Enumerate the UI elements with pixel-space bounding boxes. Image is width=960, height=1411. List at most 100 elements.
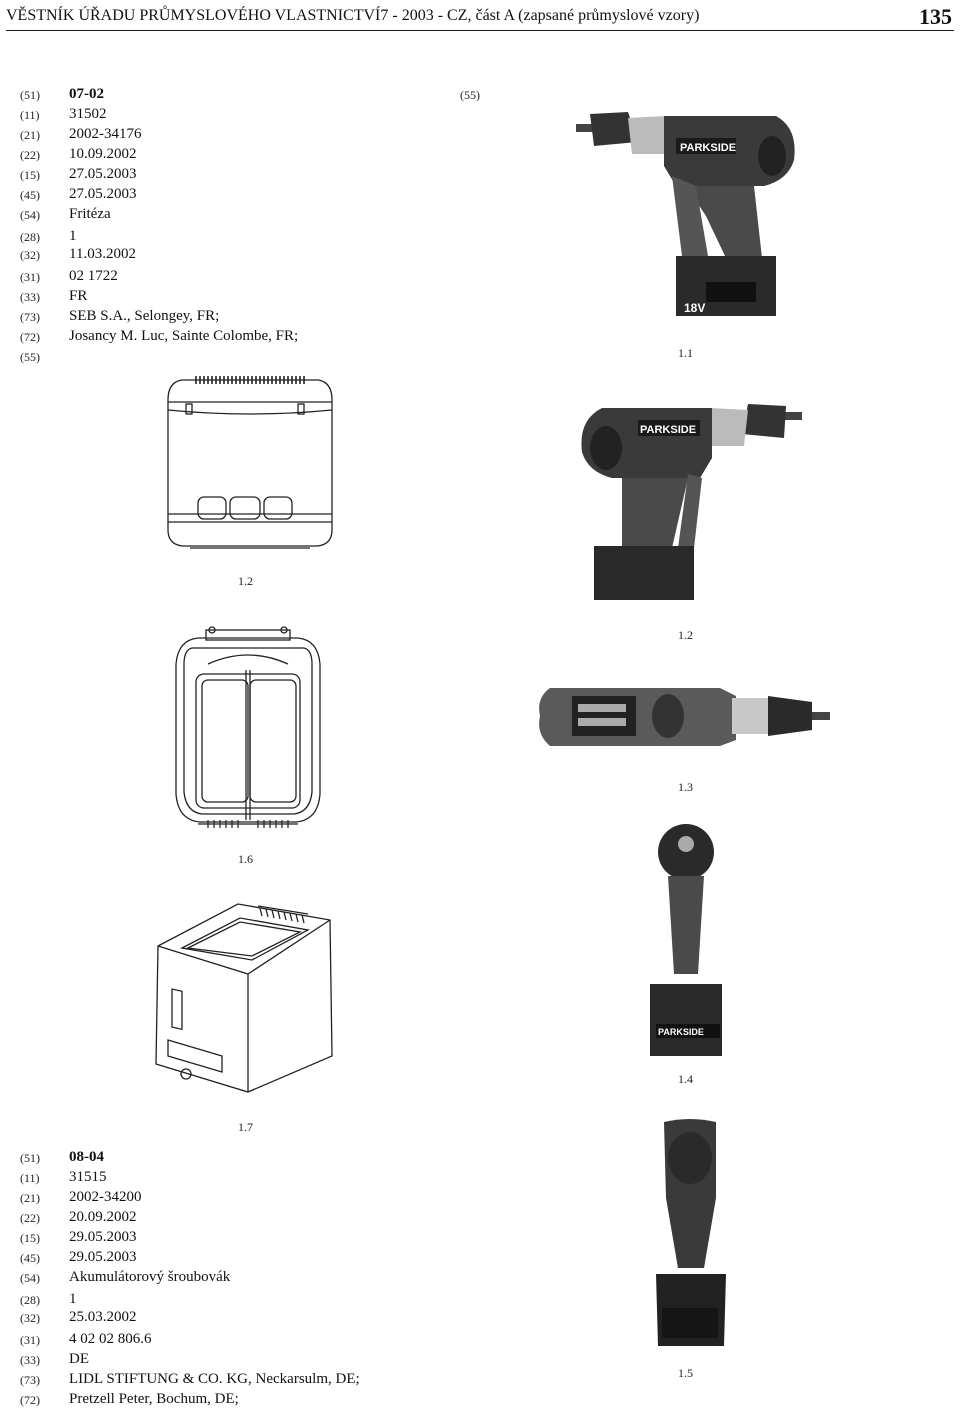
field-code: (15): [20, 1231, 40, 1245]
field-code: (45): [20, 1251, 40, 1265]
screwdriver-back-view: [650, 1118, 732, 1354]
field-value: FR: [69, 288, 88, 304]
fryer-front-view: [160, 372, 340, 554]
brand-text-1: PARKSIDE: [680, 142, 736, 154]
screwdriver-side-view: PARKSIDE 18V: [576, 106, 806, 336]
field-value: 2002-34176: [69, 126, 142, 142]
field-code: (72): [20, 1393, 40, 1407]
field-row: (45) 29.05.2003: [20, 1249, 450, 1269]
field-row: (28) 1: [20, 1291, 450, 1311]
brand-text-2: PARKSIDE: [640, 424, 696, 436]
fryer-top-view: [168, 624, 328, 830]
screwdriver-top-view: [536, 684, 830, 750]
field-code: (54): [20, 208, 40, 222]
field-code: (73): [20, 1373, 40, 1387]
field-code: (33): [20, 1353, 40, 1367]
field-row: (72) Josancy M. Luc, Sainte Colombe, FR;: [20, 328, 450, 348]
field-value: Pretzell Peter, Bochum, DE;: [69, 1391, 239, 1407]
field-code: (22): [20, 148, 40, 162]
field-value: 08-04: [69, 1149, 104, 1165]
field-code: (15): [20, 168, 40, 182]
field-row: (28) 1: [20, 228, 450, 248]
field-code: (55): [20, 350, 40, 364]
field-value: 07-02: [69, 86, 104, 102]
fryer-figure-label-a: 1.2: [238, 574, 253, 588]
field-row: (72) Pretzell Peter, Bochum, DE;: [20, 1391, 450, 1411]
field-code: (33): [20, 290, 40, 304]
field-code: (31): [20, 270, 40, 284]
field-code: (28): [20, 230, 40, 244]
field-row: (32) 25.03.2002: [20, 1309, 450, 1329]
field-row: (22) 20.09.2002: [20, 1209, 450, 1229]
drawings-section-code: (55): [460, 88, 480, 102]
field-code: (28): [20, 1293, 40, 1307]
field-value: 29.05.2003: [69, 1249, 137, 1265]
field-code: (32): [20, 248, 40, 262]
field-row: (55): [20, 348, 450, 368]
field-value: 11.03.2002: [69, 246, 136, 262]
screwdriver-figure-label-5: 1.5: [678, 1366, 693, 1380]
field-row: (31) 02 1722: [20, 268, 450, 288]
field-value: 25.03.2002: [69, 1309, 137, 1325]
field-code: (54): [20, 1271, 40, 1285]
field-value: 31502: [69, 106, 107, 122]
field-value: 29.05.2003: [69, 1229, 137, 1245]
field-code: (32): [20, 1311, 40, 1325]
field-row: (11)31515: [20, 1169, 450, 1189]
field-row: (33) FR: [20, 288, 450, 308]
field-code: (21): [20, 1191, 40, 1205]
field-value: 10.09.2002: [69, 146, 137, 162]
field-code: (73): [20, 310, 40, 324]
field-value: 1: [69, 1291, 77, 1307]
field-code: (11): [20, 1171, 40, 1185]
field-value: 2002-34200: [69, 1189, 142, 1205]
field-value: Akumulátorový šroubovák: [69, 1269, 231, 1285]
screwdriver-other-side-view: PARKSIDE: [572, 398, 802, 614]
field-row: (11) 31502: [20, 106, 450, 126]
field-code: (45): [20, 188, 40, 202]
field-value: 4 02 02 806.6: [69, 1331, 152, 1347]
field-value: 02 1722: [69, 268, 118, 284]
field-row: (51) 07-02: [20, 86, 450, 106]
field-value: 27.05.2003: [69, 166, 137, 182]
field-code: (51): [20, 88, 40, 102]
field-value: 1: [69, 228, 77, 244]
field-row: (54) Fritéza: [20, 206, 450, 226]
field-row: (54) Akumulátorový šroubovák: [20, 1269, 450, 1289]
brand-text-3: PARKSIDE: [658, 1027, 704, 1037]
field-row: (51) 08-04: [20, 1149, 450, 1169]
field-value: 20.09.2002: [69, 1209, 137, 1225]
journal-title: VĚSTNÍK ÚŘADU PRŮMYSLOVÉHO VLASTNICTVÍ7 …: [6, 7, 700, 24]
page-number: 135: [919, 4, 952, 29]
field-value: LIDL STIFTUNG & CO. KG, Neckarsulm, DE;: [69, 1371, 360, 1387]
field-row: (73) LIDL STIFTUNG & CO. KG, Neckarsulm, …: [20, 1371, 450, 1391]
field-row: (45) 27.05.2003: [20, 186, 450, 206]
screwdriver-figure-label-3: 1.3: [678, 780, 693, 794]
field-row: (15) 27.05.2003: [20, 166, 450, 186]
screwdriver-figure-label-2: 1.2: [678, 628, 693, 642]
screwdriver-front-view: PARKSIDE: [646, 824, 728, 1060]
field-row: (32) 11.03.2002: [20, 246, 450, 266]
fryer-perspective-view: [148, 896, 338, 1096]
screwdriver-figure-label-4: 1.4: [678, 1072, 693, 1086]
field-code: (51): [20, 1151, 40, 1165]
field-value: 27.05.2003: [69, 186, 137, 202]
field-value: DE: [69, 1351, 89, 1367]
screwdriver-figure-label-1: 1.1: [678, 346, 693, 360]
fryer-figure-label-c: 1.7: [238, 1120, 253, 1134]
field-row: (73) SEB S.A., Selongey, FR;: [20, 308, 450, 328]
field-value: Fritéza: [69, 206, 111, 222]
field-row: (21)2002-34176: [20, 126, 450, 146]
field-row: (22) 10.09.2002: [20, 146, 450, 166]
field-value: SEB S.A., Selongey, FR;: [69, 308, 220, 324]
field-code: (72): [20, 330, 40, 344]
field-row: (33) DE: [20, 1351, 450, 1371]
field-row: (31) 4 02 02 806.6: [20, 1331, 450, 1351]
field-value: Josancy M. Luc, Sainte Colombe, FR;: [69, 328, 299, 344]
field-code: (31): [20, 1333, 40, 1347]
page-header: VĚSTNÍK ÚŘADU PRŮMYSLOVÉHO VLASTNICTVÍ7 …: [6, 4, 954, 29]
fryer-figure-label-b: 1.6: [238, 852, 253, 866]
header-divider: [6, 30, 954, 31]
field-code: (22): [20, 1211, 40, 1225]
field-code: (11): [20, 108, 40, 122]
